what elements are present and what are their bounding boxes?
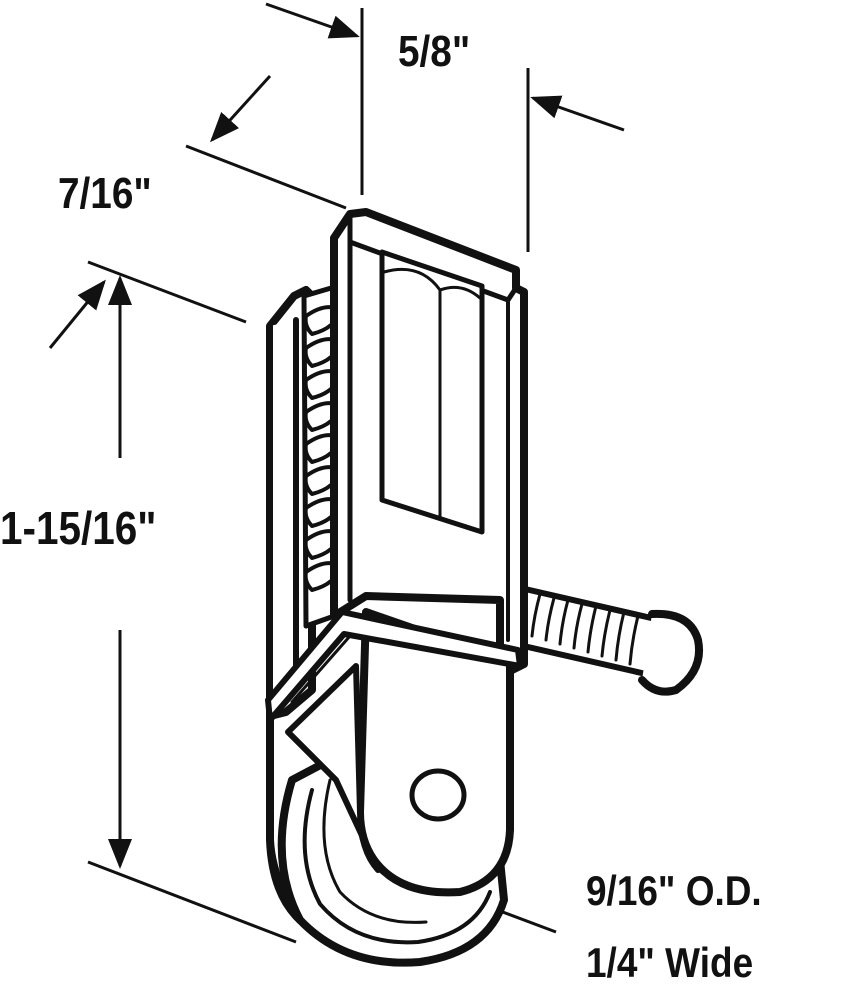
housing-window	[379, 249, 485, 535]
yoke-inner	[285, 663, 381, 873]
yoke-ledge	[265, 609, 523, 723]
width-arrow-left	[265, 2, 360, 39]
height-extension-bottom	[87, 860, 297, 944]
depth-extension-bottom	[87, 260, 247, 324]
axle-hole	[409, 768, 467, 822]
adjustment-screw	[503, 583, 703, 696]
depth-arrow-bottom	[48, 279, 106, 349]
wheel-diameter-label: 9/16" O.D.	[586, 867, 762, 914]
wheel-tread	[322, 778, 428, 924]
screw-head	[638, 609, 703, 696]
height-dimension-label: 1-15/16"	[0, 502, 157, 554]
depth-dimension-label: 7/16"	[58, 169, 152, 218]
width-dimension-label: 5/8"	[398, 27, 471, 76]
roller-part	[265, 208, 703, 967]
depth-arrow-top	[209, 74, 272, 143]
wheel-inner-rim	[302, 788, 492, 945]
wheel-width-label: 1/4" Wide	[586, 939, 754, 986]
dimension-lines	[48, 2, 625, 944]
depth-extension-top	[185, 144, 347, 210]
yoke-ledge-line	[290, 634, 352, 704]
width-arrow-right	[530, 95, 625, 132]
housing-left-channel	[267, 317, 299, 703]
